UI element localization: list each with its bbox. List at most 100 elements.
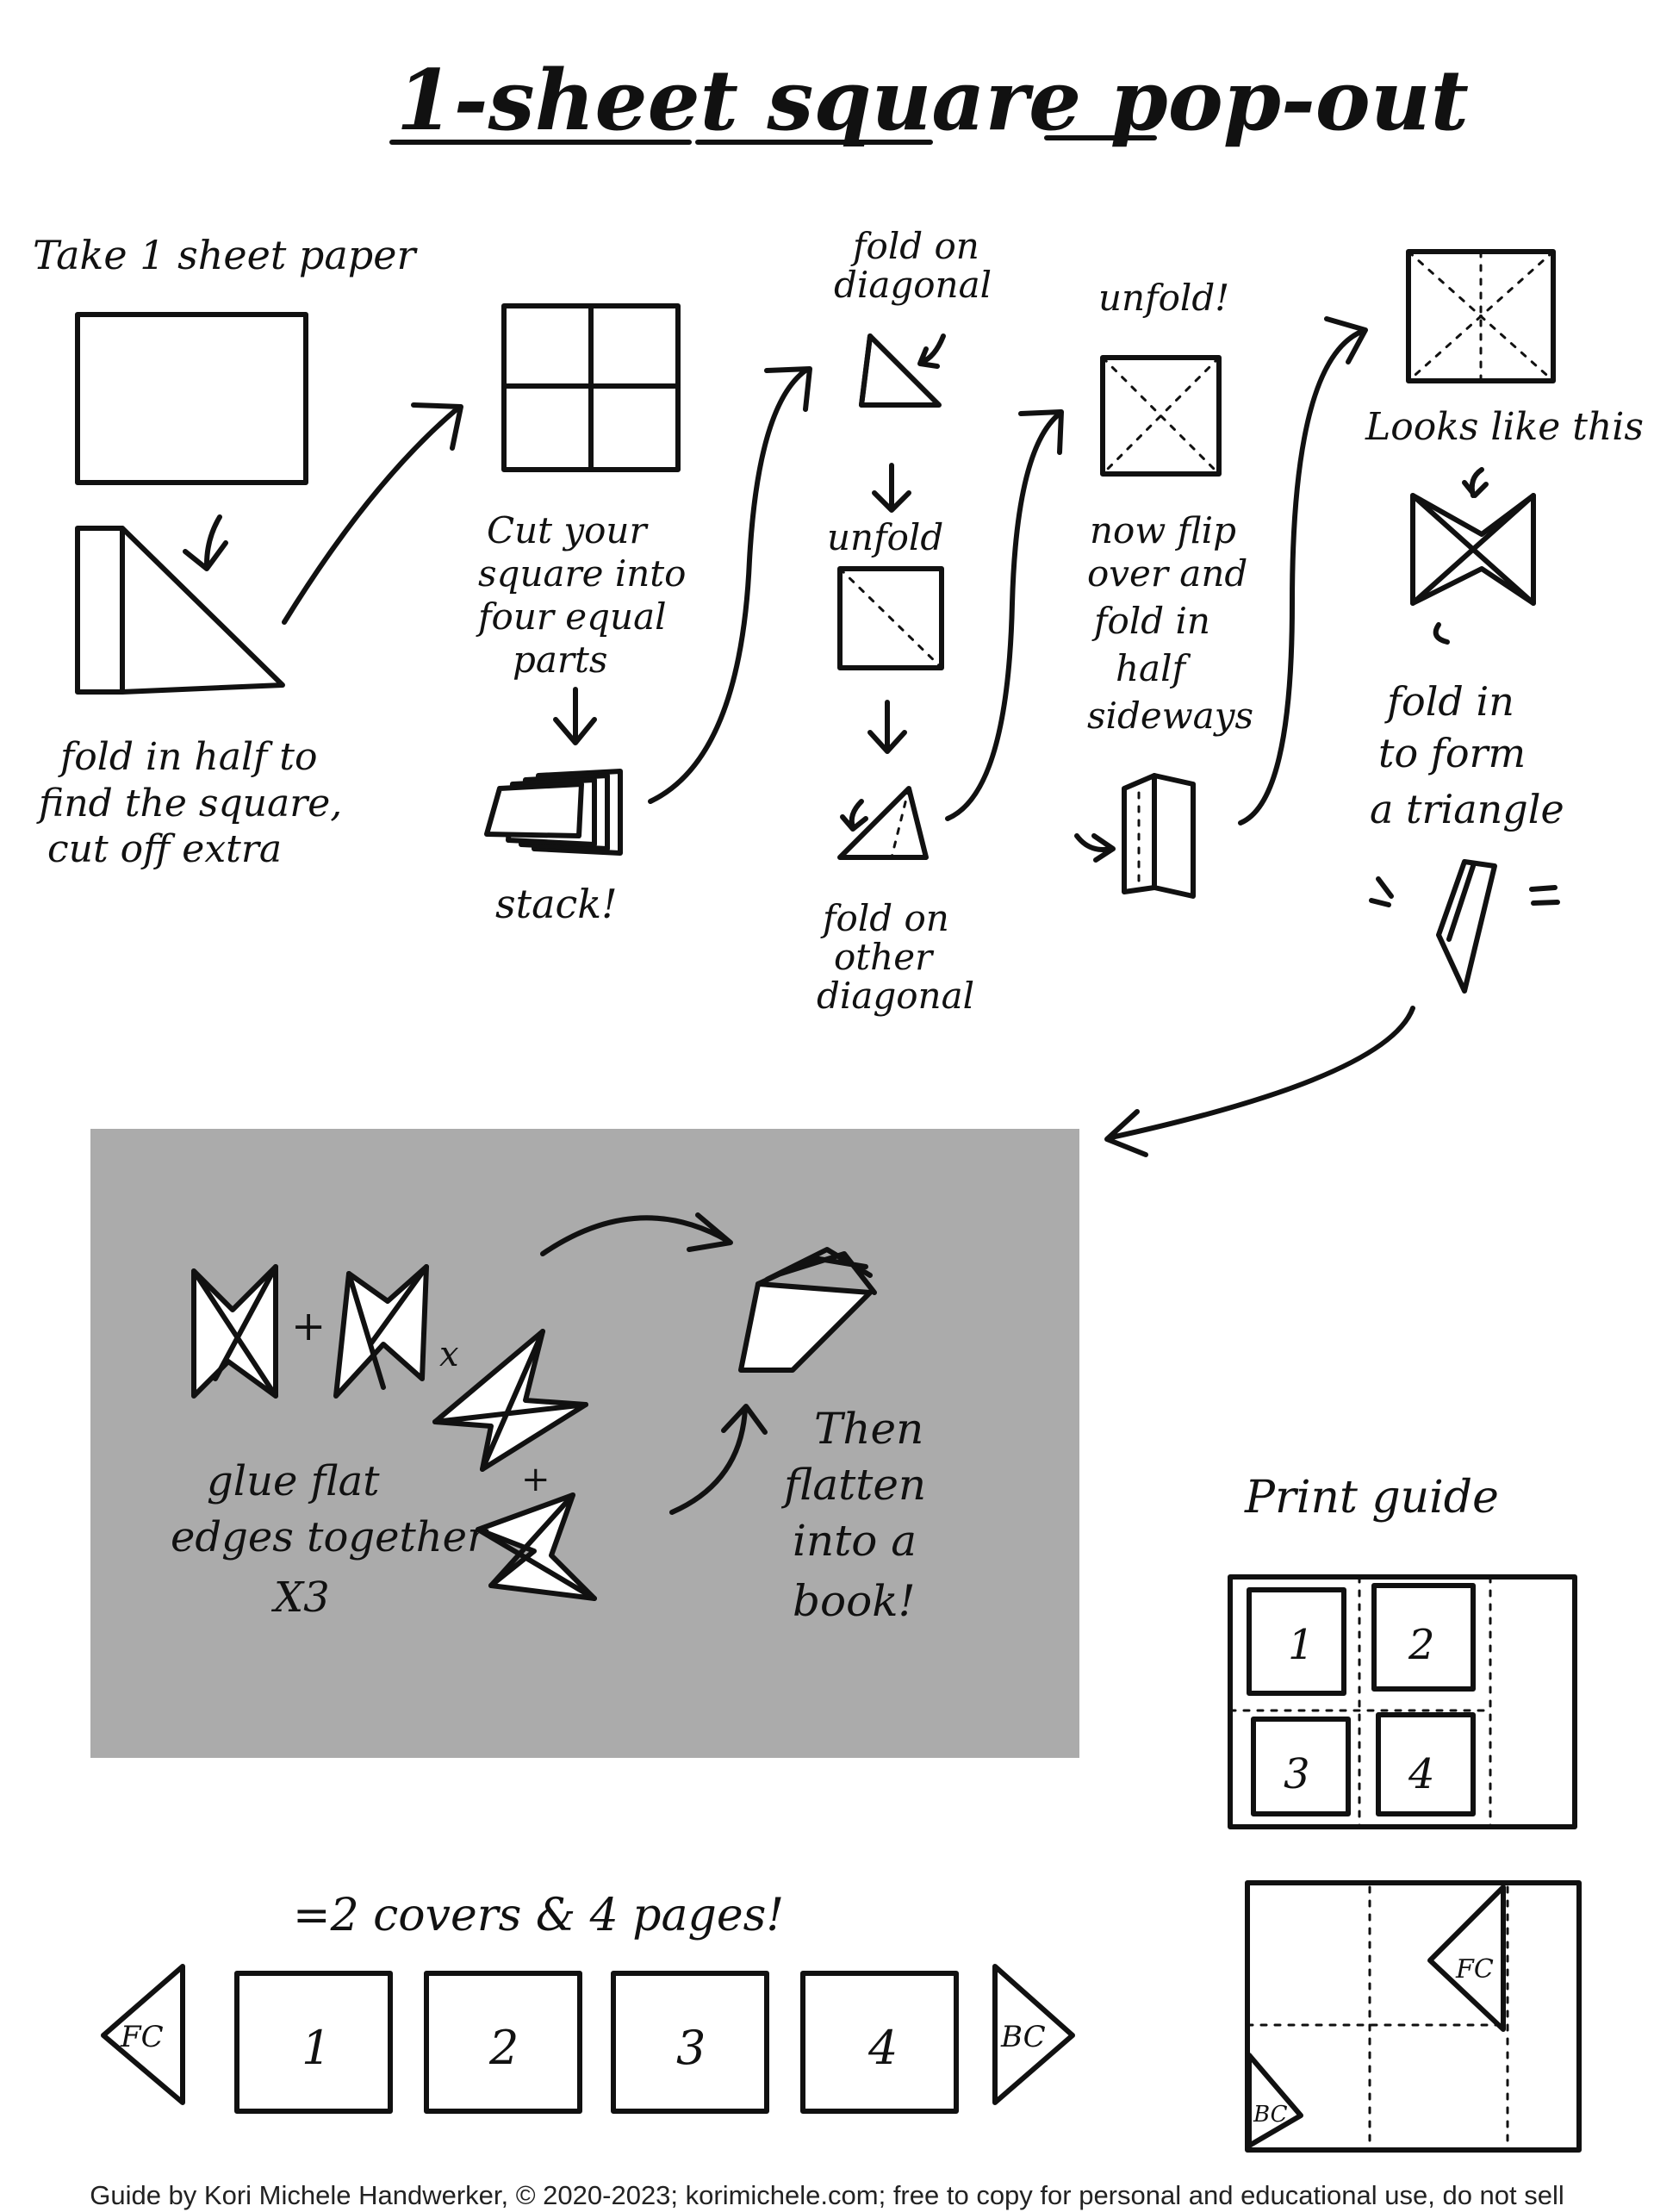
arrow-1-icon xyxy=(282,402,463,625)
svg-text:edges together: edges together xyxy=(171,1513,489,1561)
glue-text: glue flat edges together X3 xyxy=(171,1457,489,1622)
take-paper-label: Take 1 sheet paper xyxy=(33,232,418,278)
plus-sign-2: + xyxy=(521,1460,550,1499)
svg-text:a triangle: a triangle xyxy=(1370,786,1564,832)
svg-text:1: 1 xyxy=(302,2021,331,2075)
arrow-5-icon xyxy=(1104,1006,1415,1157)
svg-text:diagonal: diagonal xyxy=(834,264,992,306)
page-title: 1-sheet square pop-out xyxy=(396,52,1469,149)
diagonal-crease-square-icon xyxy=(837,566,944,670)
fold-half-text: fold in half to find the square, cut off… xyxy=(36,735,342,871)
svg-text:4: 4 xyxy=(867,2021,898,2075)
page-tile-3: 3 xyxy=(611,1971,769,2114)
other-diagonal-fold-icon xyxy=(837,786,929,860)
svg-text:BC: BC xyxy=(1000,2020,1046,2054)
cut-square-text: Cut your square into four equal parts xyxy=(476,509,686,681)
svg-text:fold on: fold on xyxy=(850,225,979,267)
page-tile-1: 1 xyxy=(234,1971,393,2114)
guide-cell-3 xyxy=(1251,1717,1351,1816)
arrow-2-icon xyxy=(648,366,812,804)
paper-sheet-icon xyxy=(75,312,308,485)
plus-sign-1: + xyxy=(291,1302,326,1350)
front-corner-icon xyxy=(1427,1885,1506,2032)
looks-like-label: Looks like this xyxy=(1365,405,1644,449)
unfold-2-label: unfold! xyxy=(1098,277,1229,319)
svg-text:now flip: now flip xyxy=(1090,509,1236,551)
book-result-icon xyxy=(738,1247,877,1373)
flatten-text: Then flatten into a book! xyxy=(780,1404,926,1626)
triangle-fold-icon xyxy=(859,333,946,408)
svg-text:2: 2 xyxy=(1408,1621,1435,1669)
svg-text:fold in: fold in xyxy=(1384,678,1514,725)
svg-text:into a: into a xyxy=(793,1516,917,1566)
times-sign: x xyxy=(439,1335,459,1374)
bowtie-piece-4-icon xyxy=(476,1492,597,1601)
svg-text:find the square,: find the square, xyxy=(36,782,342,826)
bowtie-fold-icon xyxy=(1410,467,1536,645)
back-corner-icon xyxy=(1247,2053,1303,2148)
svg-text:flatten: flatten xyxy=(780,1460,926,1510)
svg-text:BC: BC xyxy=(1253,2102,1288,2128)
print-guide-sheet-1: 1 2 3 4 xyxy=(1228,1574,1577,1829)
svg-text:3: 3 xyxy=(1284,1750,1310,1798)
arrow-3-icon xyxy=(945,409,1064,821)
fold-other-text: fold on other diagonal xyxy=(817,897,974,1017)
svg-text:sideways: sideways xyxy=(1087,695,1253,737)
bowtie-piece-2-icon xyxy=(333,1264,429,1399)
svg-text:glue flat: glue flat xyxy=(207,1457,380,1505)
print-guide-sheet-2: FC BC xyxy=(1245,1880,1582,2153)
quartered-square-icon xyxy=(501,303,681,472)
star-crease-square-icon xyxy=(1406,249,1556,383)
svg-text:Cut your: Cut your xyxy=(487,509,649,551)
svg-text:half: half xyxy=(1116,647,1191,689)
svg-text:1: 1 xyxy=(1288,1621,1315,1669)
svg-text:square into: square into xyxy=(478,552,686,595)
triangle-result-icon xyxy=(1369,859,1560,994)
title-underline xyxy=(389,135,1157,145)
guide-cell-1 xyxy=(1247,1587,1346,1696)
flip-over-text: now flip over and fold in half sideways xyxy=(1087,509,1253,737)
footer-credit: Guide by Kori Michele Handwerker, © 2020… xyxy=(90,2180,1564,2210)
arrow-curve-top-icon xyxy=(540,1212,733,1256)
svg-text:book!: book! xyxy=(793,1576,916,1626)
unfold-1-label: unfold xyxy=(827,516,943,558)
front-cover-tile: FC xyxy=(101,1964,185,2105)
svg-text:fold in: fold in xyxy=(1091,600,1210,642)
half-sideways-icon xyxy=(1074,773,1196,899)
arrow-curve-bottom-icon xyxy=(669,1404,768,1515)
svg-text:to form: to form xyxy=(1378,730,1526,776)
svg-text:3: 3 xyxy=(676,2021,706,2075)
svg-text:four equal: four equal xyxy=(476,595,667,638)
guide-cell-2 xyxy=(1371,1583,1476,1692)
svg-text:parts: parts xyxy=(513,639,607,681)
x-crease-square-icon xyxy=(1100,355,1222,477)
down-arrow-3-icon xyxy=(872,463,911,513)
svg-text:FC: FC xyxy=(120,2020,164,2054)
summary-heading: =2 covers & 4 pages! xyxy=(293,1890,784,1941)
svg-text:other: other xyxy=(834,936,935,978)
down-arrow-icon xyxy=(183,514,228,571)
bowtie-piece-1-icon xyxy=(191,1264,278,1399)
svg-text:diagonal: diagonal xyxy=(817,975,974,1017)
svg-text:FC: FC xyxy=(1455,1954,1494,1985)
arrow-4-icon xyxy=(1238,316,1368,826)
page-tile-2: 2 xyxy=(424,1971,582,2114)
fold-diagonal-text: fold on diagonal xyxy=(834,225,992,306)
assembly-panel xyxy=(90,1129,1079,1758)
guide-cell-4 xyxy=(1376,1712,1476,1816)
svg-text:cut off extra: cut off extra xyxy=(47,827,282,871)
svg-text:Then: Then xyxy=(814,1404,923,1454)
svg-text:fold in half to: fold in half to xyxy=(58,735,317,779)
folded-half-icon xyxy=(75,526,285,695)
back-cover-tile: BC xyxy=(992,1964,1075,2105)
print-guide-heading: Print guide xyxy=(1244,1472,1499,1523)
svg-text:4: 4 xyxy=(1408,1750,1435,1798)
fold-in-text: fold in to form a triangle xyxy=(1370,678,1564,832)
stack-label: stack! xyxy=(495,881,618,927)
page-tile-4: 4 xyxy=(800,1971,959,2114)
svg-text:X3: X3 xyxy=(270,1573,330,1622)
svg-text:fold on: fold on xyxy=(820,897,949,939)
paper-stack-icon xyxy=(484,769,623,856)
down-arrow-2-icon xyxy=(553,687,597,745)
